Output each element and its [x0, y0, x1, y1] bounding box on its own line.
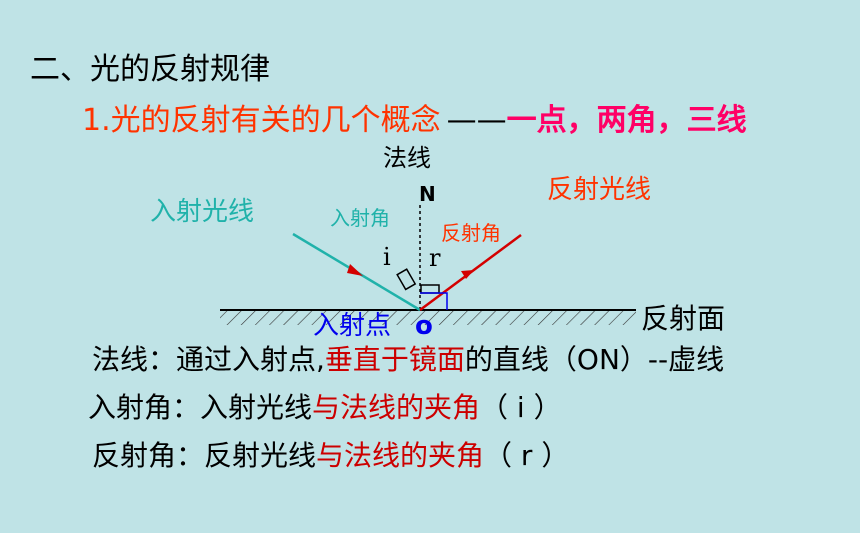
- reflected-angle-label: 反射角: [441, 221, 501, 245]
- reflected-def-suffix: （ r ）: [484, 439, 570, 472]
- incident-arrow: [347, 264, 363, 276]
- incident-def-suffix: （ i ）: [480, 391, 562, 424]
- incident-angle-mark: [396, 268, 417, 291]
- right-angle-marker: [420, 292, 448, 310]
- o-symbol: o: [415, 311, 433, 341]
- incident-ray-label: 入射光线: [150, 197, 254, 227]
- subtitle: 1.光的反射有关的几个概念——一点，两角，三线: [82, 95, 747, 139]
- subtitle-dash: ——: [446, 103, 507, 138]
- n-label: N: [419, 182, 436, 206]
- i-symbol: i: [383, 243, 391, 271]
- subtitle-highlight: 一点，两角，三线: [506, 103, 747, 138]
- subtitle-prefix: 1.光的反射有关的几个概念: [82, 103, 441, 138]
- reflected-def-highlight: 与法线的夹角: [316, 439, 485, 472]
- normal-label: 法线: [383, 144, 431, 172]
- normal-definition: 法线：通过入射点,垂直于镜面的直线（ON）--虚线: [92, 338, 724, 378]
- incident-def-highlight: 与法线的夹角: [312, 391, 481, 424]
- normal-def-suffix: 的直线（ON）--虚线: [464, 343, 725, 376]
- reflected-angle-mark: [420, 284, 440, 294]
- mirror-hatching: [220, 311, 636, 325]
- normal-def-prefix: 法线：通过入射点,: [92, 343, 325, 376]
- incident-angle-label: 入射角: [330, 206, 390, 230]
- surface-label: 反射面: [641, 302, 725, 335]
- reflected-angle-definition: 反射角：反射光线与法线的夹角（ r ）: [92, 434, 569, 474]
- incidence-point-label: 入射点: [313, 311, 391, 341]
- incident-angle-definition: 入射角：入射光线与法线的夹角（ i ）: [88, 386, 562, 426]
- reflected-ray-label: 反射光线: [547, 175, 651, 205]
- incident-def-prefix: 入射角：入射光线: [88, 391, 313, 424]
- r-symbol: r: [429, 244, 441, 272]
- reflected-arrow: [461, 270, 474, 279]
- normal-def-highlight: 垂直于镜面: [324, 343, 465, 376]
- section-title: 二、光的反射规律: [30, 52, 270, 87]
- reflected-def-prefix: 反射角：反射光线: [92, 439, 317, 472]
